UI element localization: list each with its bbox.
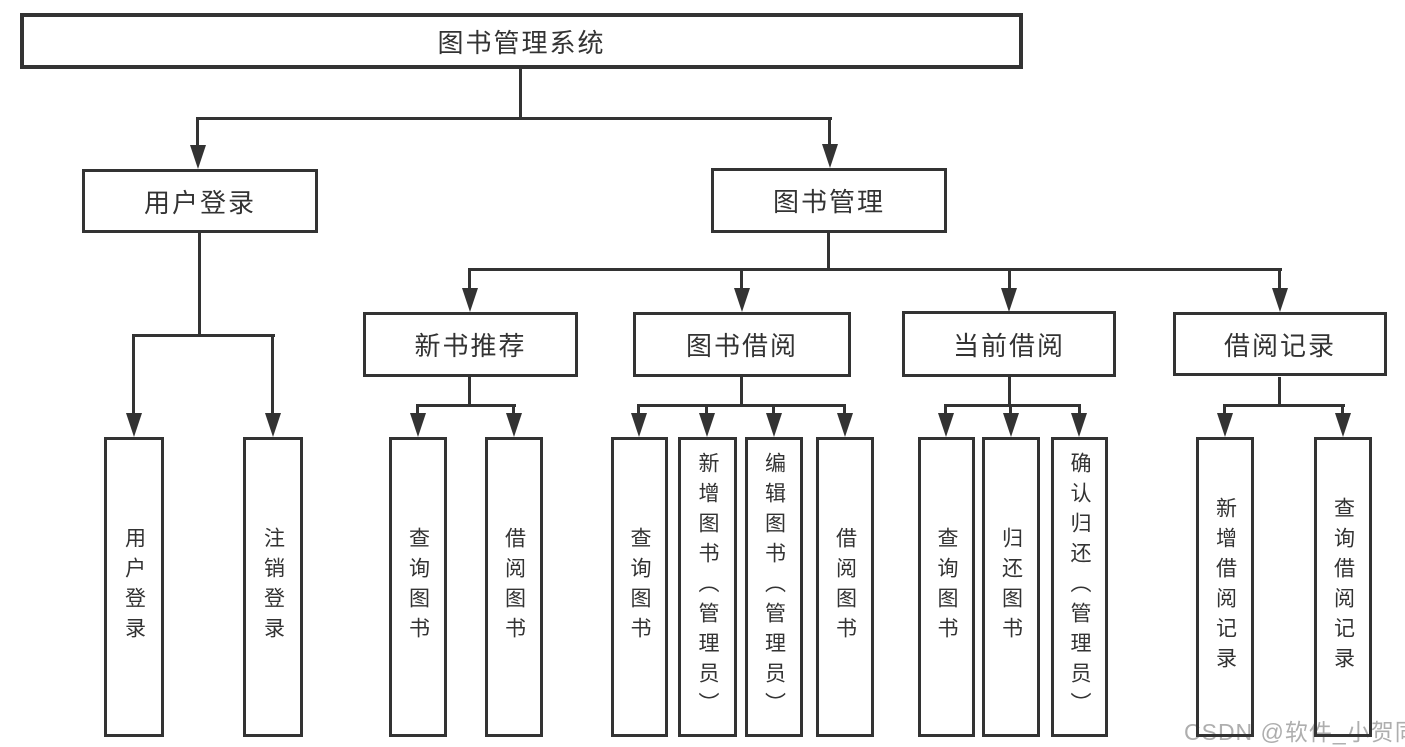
connector-user-drop-right <box>271 334 274 416</box>
connector-cb-drop-1 <box>944 404 947 416</box>
leaf-label: 查询图书 <box>406 527 430 647</box>
leaf-nbr-borrow-books: 借阅图书 <box>485 437 543 737</box>
arrowhead-cb-query-books <box>938 413 954 437</box>
node-book-management: 图书管理 <box>711 168 947 233</box>
connector-nbr-drop-2 <box>512 404 515 416</box>
leaf-label: 查询图书 <box>628 527 651 647</box>
arrowhead-br-query-record <box>1335 413 1351 437</box>
leaf-bb-query-books: 查询图书 <box>611 437 668 737</box>
connector-root-bar <box>197 117 832 120</box>
connector-user-bar <box>132 334 275 337</box>
arrowhead-bb-edit-books <box>766 413 782 437</box>
connector-bm-drop-cb <box>1008 268 1011 291</box>
leaf-label: 新增图书（管理员） <box>696 452 719 722</box>
node-borrowing-records: 借阅记录 <box>1173 312 1387 376</box>
connector-nbr-drop-1 <box>416 404 419 416</box>
arrowhead-nbr-borrow-books <box>506 413 522 437</box>
connector-root-drop-book-management <box>828 117 831 147</box>
connector-bb-drop-1 <box>637 404 640 416</box>
connector-nbr-bar <box>416 404 516 407</box>
arrowhead-borrowing-records <box>1272 288 1288 312</box>
connector-bm-drop-bb <box>740 268 743 291</box>
leaf-cb-query-books: 查询图书 <box>918 437 975 737</box>
connector-bb-drop-3 <box>772 404 775 416</box>
connector-root-drop-user-login <box>196 117 199 148</box>
connector-user-stem <box>198 233 201 336</box>
connector-bm-bar <box>468 268 1282 271</box>
connector-br-drop-2 <box>1341 404 1344 416</box>
connector-bb-stem <box>740 377 743 406</box>
node-current-borrowing: 当前借阅 <box>902 311 1116 377</box>
leaf-logout: 注销登录 <box>243 437 303 737</box>
connector-cb-drop-2 <box>1009 404 1012 416</box>
connector-br-drop-1 <box>1223 404 1226 416</box>
arrowhead-bb-add-books <box>699 413 715 437</box>
node-label: 图书借阅 <box>685 331 798 361</box>
connector-user-drop-left <box>132 334 135 416</box>
leaf-label: 用户登录 <box>122 527 146 647</box>
connector-bb-drop-4 <box>843 404 846 416</box>
arrowhead-book-borrowing <box>734 288 750 312</box>
leaf-label: 确认归还（管理员） <box>1068 452 1091 722</box>
node-label: 图书管理系统 <box>437 27 606 58</box>
connector-bm-drop-br <box>1278 268 1281 291</box>
leaf-user-login: 用户登录 <box>104 437 164 737</box>
connector-root-stem <box>519 68 522 118</box>
arrowhead-cb-confirm-return <box>1071 413 1087 437</box>
connector-bm-drop-nbr <box>468 268 471 291</box>
arrowhead-user-login <box>190 145 206 169</box>
leaf-label: 新增借阅记录 <box>1213 497 1237 677</box>
node-label: 当前借阅 <box>952 330 1065 361</box>
connector-br-bar <box>1223 404 1345 407</box>
node-user-login: 用户登录 <box>82 169 318 233</box>
arrowhead-nbr-query-books <box>410 413 426 437</box>
leaf-label: 借阅图书 <box>833 527 857 647</box>
arrowhead-bb-borrow-books <box>837 413 853 437</box>
leaf-bb-edit-books-admin: 编辑图书（管理员） <box>745 437 803 737</box>
arrowhead-bb-query-books <box>631 413 647 437</box>
leaf-br-query-record: 查询借阅记录 <box>1314 437 1372 737</box>
arrowhead-new-book-recommend <box>462 288 478 312</box>
arrowhead-br-add-record <box>1217 413 1233 437</box>
connector-cb-drop-3 <box>1078 404 1081 416</box>
connector-bb-drop-2 <box>705 404 708 416</box>
leaf-label: 编辑图书（管理员） <box>762 452 786 722</box>
connector-bb-bar <box>637 404 846 407</box>
node-label: 图书管理 <box>772 187 885 217</box>
leaf-nbr-query-books: 查询图书 <box>389 437 447 737</box>
arrowhead-leaf-logout <box>265 413 281 437</box>
connector-bm-stem <box>827 233 830 270</box>
connector-cb-stem <box>1008 377 1011 406</box>
leaf-label: 归还图书 <box>999 527 1023 647</box>
node-new-book-recommend: 新书推荐 <box>363 312 578 377</box>
leaf-br-add-record: 新增借阅记录 <box>1196 437 1254 737</box>
leaf-cb-return-books: 归还图书 <box>982 437 1040 737</box>
leaf-label: 查询图书 <box>935 527 958 647</box>
arrowhead-leaf-user-login <box>126 413 142 437</box>
node-label: 新书推荐 <box>414 331 527 361</box>
leaf-label: 注销登录 <box>261 527 285 647</box>
arrowhead-book-management <box>822 144 838 168</box>
node-library-management-system: 图书管理系统 <box>20 13 1023 69</box>
leaf-label: 借阅图书 <box>502 527 526 647</box>
arrowhead-current-borrowing <box>1001 288 1017 312</box>
node-label: 用户登录 <box>143 187 256 218</box>
connector-cb-bar <box>944 404 1081 407</box>
node-label: 借阅记录 <box>1223 330 1336 361</box>
arrowhead-cb-return-books <box>1003 413 1019 437</box>
leaf-bb-borrow-books: 借阅图书 <box>816 437 874 737</box>
csdn-watermark: CSDN @软件_小贺同学 <box>1184 719 1405 745</box>
leaf-bb-add-books-admin: 新增图书（管理员） <box>678 437 737 737</box>
connector-br-stem <box>1278 377 1281 406</box>
leaf-cb-confirm-return-admin: 确认归还（管理员） <box>1051 437 1108 737</box>
connector-nbr-stem <box>468 377 471 406</box>
node-book-borrowing: 图书借阅 <box>633 312 851 377</box>
leaf-label: 查询借阅记录 <box>1331 497 1355 677</box>
